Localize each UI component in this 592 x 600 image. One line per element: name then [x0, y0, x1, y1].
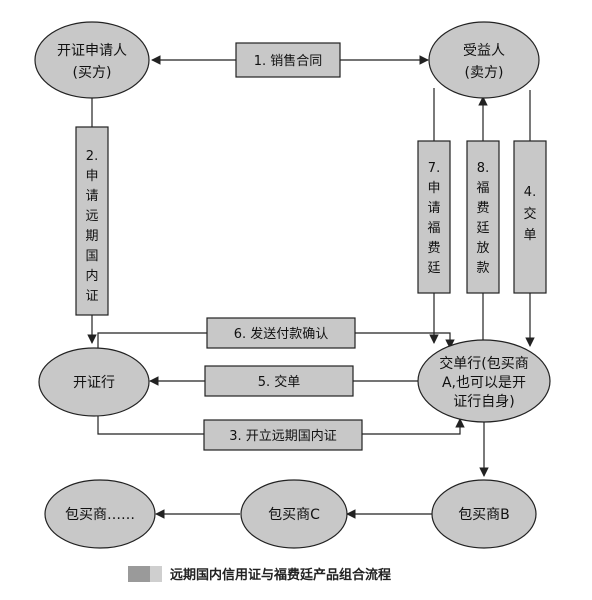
vertical-char: 证	[85, 289, 98, 304]
forfaiter-b-label: 包买商B	[458, 507, 510, 523]
step-8-number: 8.	[477, 161, 489, 176]
caption-marker	[128, 566, 150, 582]
applicant-label: 开证申请人	[57, 43, 127, 59]
node-presenting-bank: 交单行(包买商 A,也可以是开 证行自身)	[417, 339, 551, 423]
forfaiter-c-label: 包买商C	[268, 507, 320, 523]
node-applicant: 开证申请人 (买方)	[34, 21, 150, 99]
caption-marker-shade	[150, 566, 162, 582]
step-1-label: 1. 销售合同	[254, 53, 323, 69]
step-2-number: 2.	[86, 149, 98, 164]
step-3-box: 3. 开立远期国内证	[203, 419, 363, 451]
node-beneficiary: 受益人 (卖方)	[428, 21, 540, 99]
beneficiary-label: 受益人	[463, 43, 505, 59]
vertical-char: 申	[85, 169, 98, 184]
step-3-label: 3. 开立远期国内证	[229, 428, 337, 444]
step-5-box: 5. 交单	[204, 365, 354, 397]
step-5-label: 5. 交单	[258, 374, 301, 390]
vertical-char: 交	[523, 206, 536, 222]
vertical-char: 福	[476, 181, 489, 196]
figure-caption: 远期国内信用证与福费廷产品组合流程	[170, 567, 391, 583]
step-6-box: 6. 发送付款确认	[206, 317, 356, 349]
vertical-char: 放	[476, 241, 489, 256]
vertical-char: 国	[85, 249, 98, 264]
forfaiter-more-label: 包买商……	[65, 507, 135, 523]
step-4-vertical-label: 交单	[523, 206, 536, 243]
vertical-char: 请	[427, 201, 440, 216]
presenting-bank-line3: 证行自身)	[453, 394, 514, 410]
beneficiary-role: (卖方)	[465, 65, 504, 81]
node-forfaiter-more: 包买商……	[44, 479, 156, 549]
vertical-char: 期	[85, 229, 98, 244]
step-1-box: 1. 销售合同	[235, 42, 341, 78]
vertical-char: 廷	[476, 221, 489, 236]
step-6-label: 6. 发送付款确认	[234, 326, 329, 342]
vertical-char: 内	[85, 268, 98, 284]
node-forfaiter-c: 包买商C	[240, 479, 348, 549]
vertical-char: 款	[476, 261, 489, 276]
vertical-char: 费	[476, 201, 489, 216]
node-issuing-bank: 开证行	[38, 347, 150, 417]
presenting-bank-line1: 交单行(包买商	[439, 355, 528, 372]
issuing-bank-label: 开证行	[73, 375, 115, 391]
vertical-char: 请	[85, 189, 98, 204]
node-forfaiter-b: 包买商B	[431, 479, 537, 549]
vertical-char: 单	[523, 228, 536, 243]
vertical-char: 廷	[427, 261, 440, 276]
presenting-bank-line2: A,也可以是开	[442, 375, 526, 391]
step-7-number: 7.	[428, 161, 440, 176]
vertical-char: 远	[85, 209, 98, 224]
vertical-char: 费	[427, 241, 440, 256]
step-4-box: 4. 交单	[513, 140, 547, 294]
vertical-char: 福	[427, 221, 440, 236]
vertical-char: 申	[427, 181, 440, 196]
step-4-number: 4.	[524, 185, 536, 200]
applicant-role: (买方)	[73, 65, 112, 81]
